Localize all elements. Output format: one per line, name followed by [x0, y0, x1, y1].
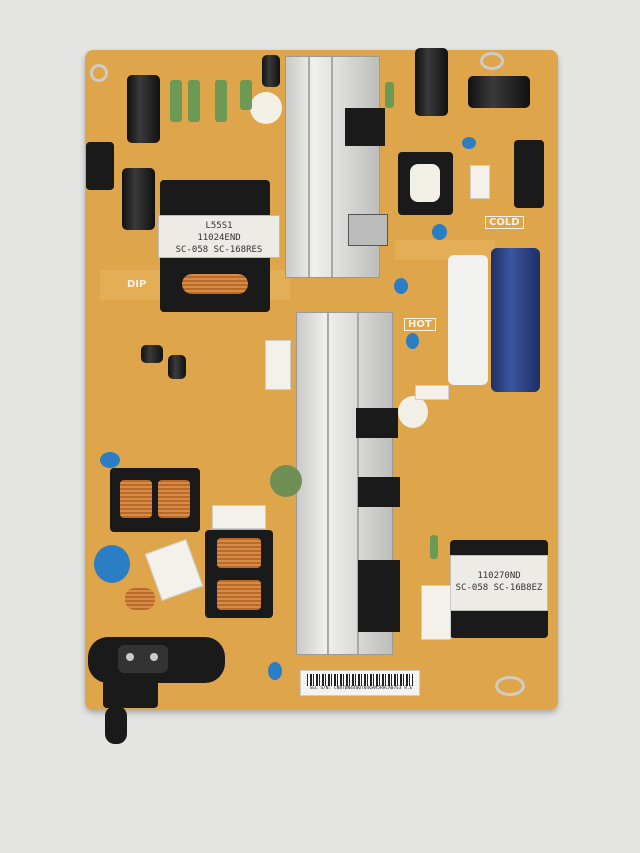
ceramic-capacitor [394, 278, 408, 294]
transformer-label: 110270ND SC-058 SC-16B8EZ [450, 555, 548, 611]
inductor [125, 588, 155, 610]
ac-inlet-latch [105, 706, 127, 744]
mosfet [345, 108, 385, 146]
thermal-compound [398, 396, 428, 428]
resistor [240, 80, 252, 110]
mosfet [358, 477, 400, 507]
ceramic-capacitor [406, 333, 419, 349]
barcode [307, 674, 413, 686]
electrolytic-capacitor [468, 76, 530, 108]
mounting-clip [90, 64, 108, 82]
electrolytic-capacitor [141, 345, 163, 363]
label-line: 11024END [197, 233, 241, 243]
electrolytic-capacitor [168, 355, 186, 379]
transformer-label: L55S1 11024END SC-058 SC-168RES [158, 215, 280, 258]
film-capacitor [212, 505, 266, 529]
resistor [385, 82, 394, 108]
silkscreen-hot: HOT [404, 318, 436, 331]
electrolytic-capacitor [127, 75, 160, 143]
bridge-rectifier [358, 560, 400, 632]
resistor [188, 80, 200, 122]
common-mode-choke [110, 468, 200, 532]
connector [86, 142, 114, 190]
barcode-text: SEC S/N: CN87BN44007046AM5RHCA07E3 R.E [309, 686, 413, 691]
varistor [94, 545, 130, 583]
ceramic-capacitor [268, 662, 282, 680]
mosfet [348, 214, 388, 246]
electrolytic-capacitor [122, 168, 155, 230]
silkscreen-dip: DIP [127, 279, 147, 290]
mosfet [356, 408, 398, 438]
ceramic-capacitor [462, 137, 476, 149]
thermistor [270, 465, 302, 497]
connector [514, 140, 544, 208]
heatsink-top [285, 56, 380, 278]
common-mode-choke [205, 530, 273, 618]
resistor [170, 80, 182, 122]
ceramic-capacitor [432, 224, 447, 240]
label-line: SC-058 SC-16B8EZ [455, 583, 543, 593]
connector [470, 165, 490, 199]
resistor [430, 535, 438, 559]
electrolytic-capacitor [415, 48, 448, 116]
electrolytic-capacitor [262, 55, 280, 87]
barcode-label: SEC S/N: CN87BN44007046AM5RHCA07E3 R.E [300, 670, 420, 696]
silkscreen-cold: COLD [485, 216, 524, 229]
mounting-clip [495, 676, 525, 696]
film-capacitor [265, 340, 291, 390]
label-line: SC-058 SC-168RES [175, 245, 263, 255]
label-line: 110270ND [477, 571, 521, 581]
label-line: L55S1 [205, 221, 233, 231]
ceramic-capacitor [100, 452, 120, 468]
ac-inlet-body [103, 680, 158, 708]
board-slot [448, 255, 488, 385]
bulk-capacitor [491, 248, 540, 392]
small-transformer [398, 152, 453, 215]
resistor [215, 80, 227, 122]
ac-inlet [88, 637, 225, 683]
label-sticker [415, 385, 449, 400]
film-capacitor [421, 585, 451, 640]
thermal-compound [250, 92, 282, 124]
mounting-clip [480, 52, 504, 70]
